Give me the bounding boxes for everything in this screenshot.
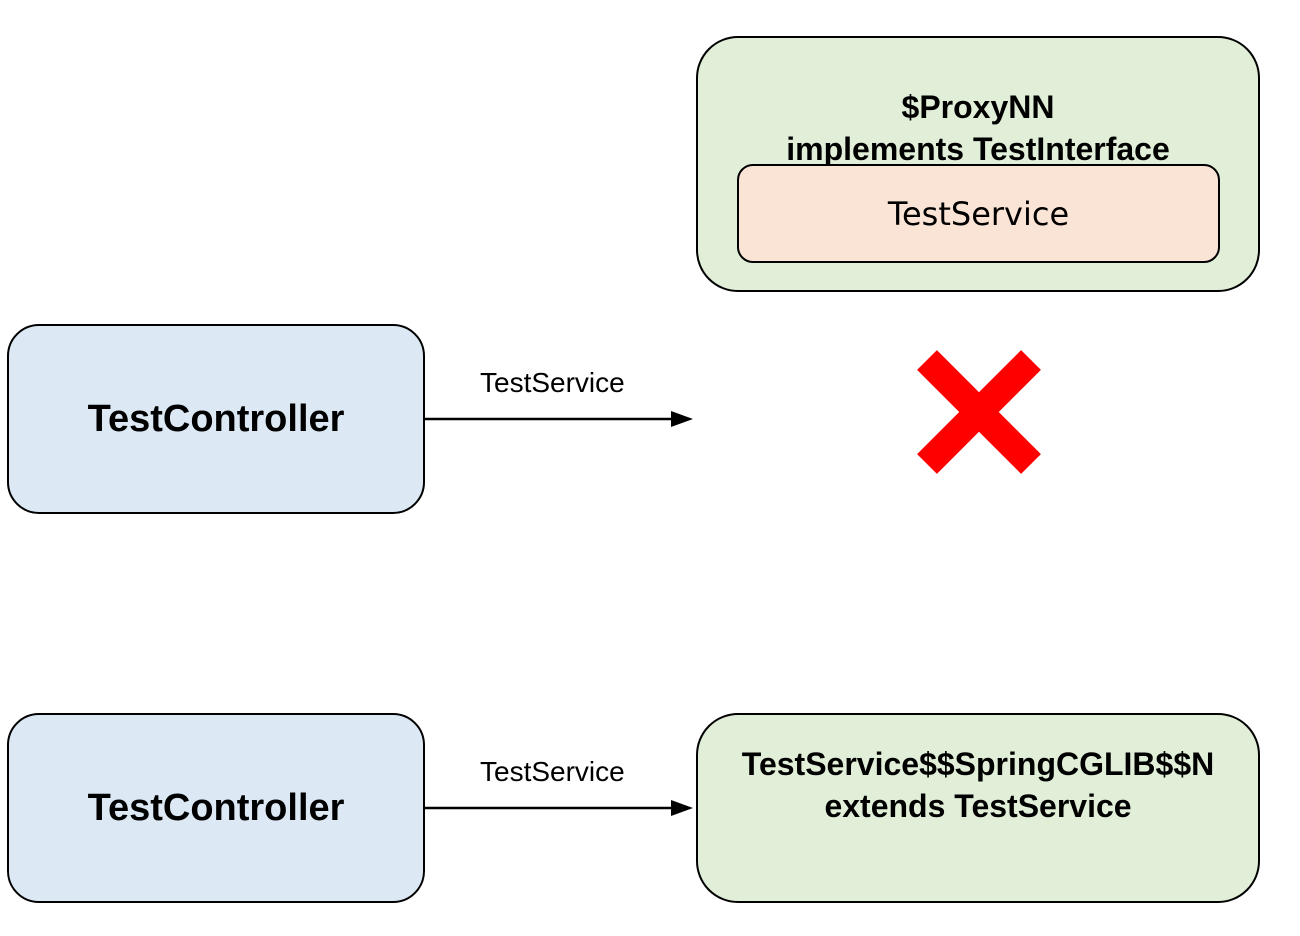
bottom-edge-label: TestService bbox=[480, 756, 625, 787]
cglib-proxy-node: TestService$$SpringCGLIB$$N extends TestS… bbox=[696, 713, 1260, 903]
proxy-subtitle: extends TestService bbox=[824, 788, 1132, 824]
inner-service-node: TestService bbox=[737, 164, 1220, 263]
proxy-title: TestService$$SpringCGLIB$$N bbox=[741, 746, 1215, 782]
top-controller-node: TestController bbox=[7, 324, 425, 514]
proxy-title: $ProxyNN bbox=[901, 89, 1055, 125]
proxy-subtitle: implements TestInterface bbox=[786, 131, 1170, 167]
node-label: TestService bbox=[887, 194, 1070, 233]
bottom-arrow bbox=[425, 800, 693, 816]
top-edge-label: TestService bbox=[480, 367, 625, 398]
node-label: TestController bbox=[87, 397, 345, 440]
top-arrow bbox=[425, 411, 693, 427]
bottom-controller-node: TestController bbox=[7, 713, 425, 903]
red-x-icon bbox=[917, 350, 1041, 474]
node-label: TestController bbox=[87, 786, 345, 829]
